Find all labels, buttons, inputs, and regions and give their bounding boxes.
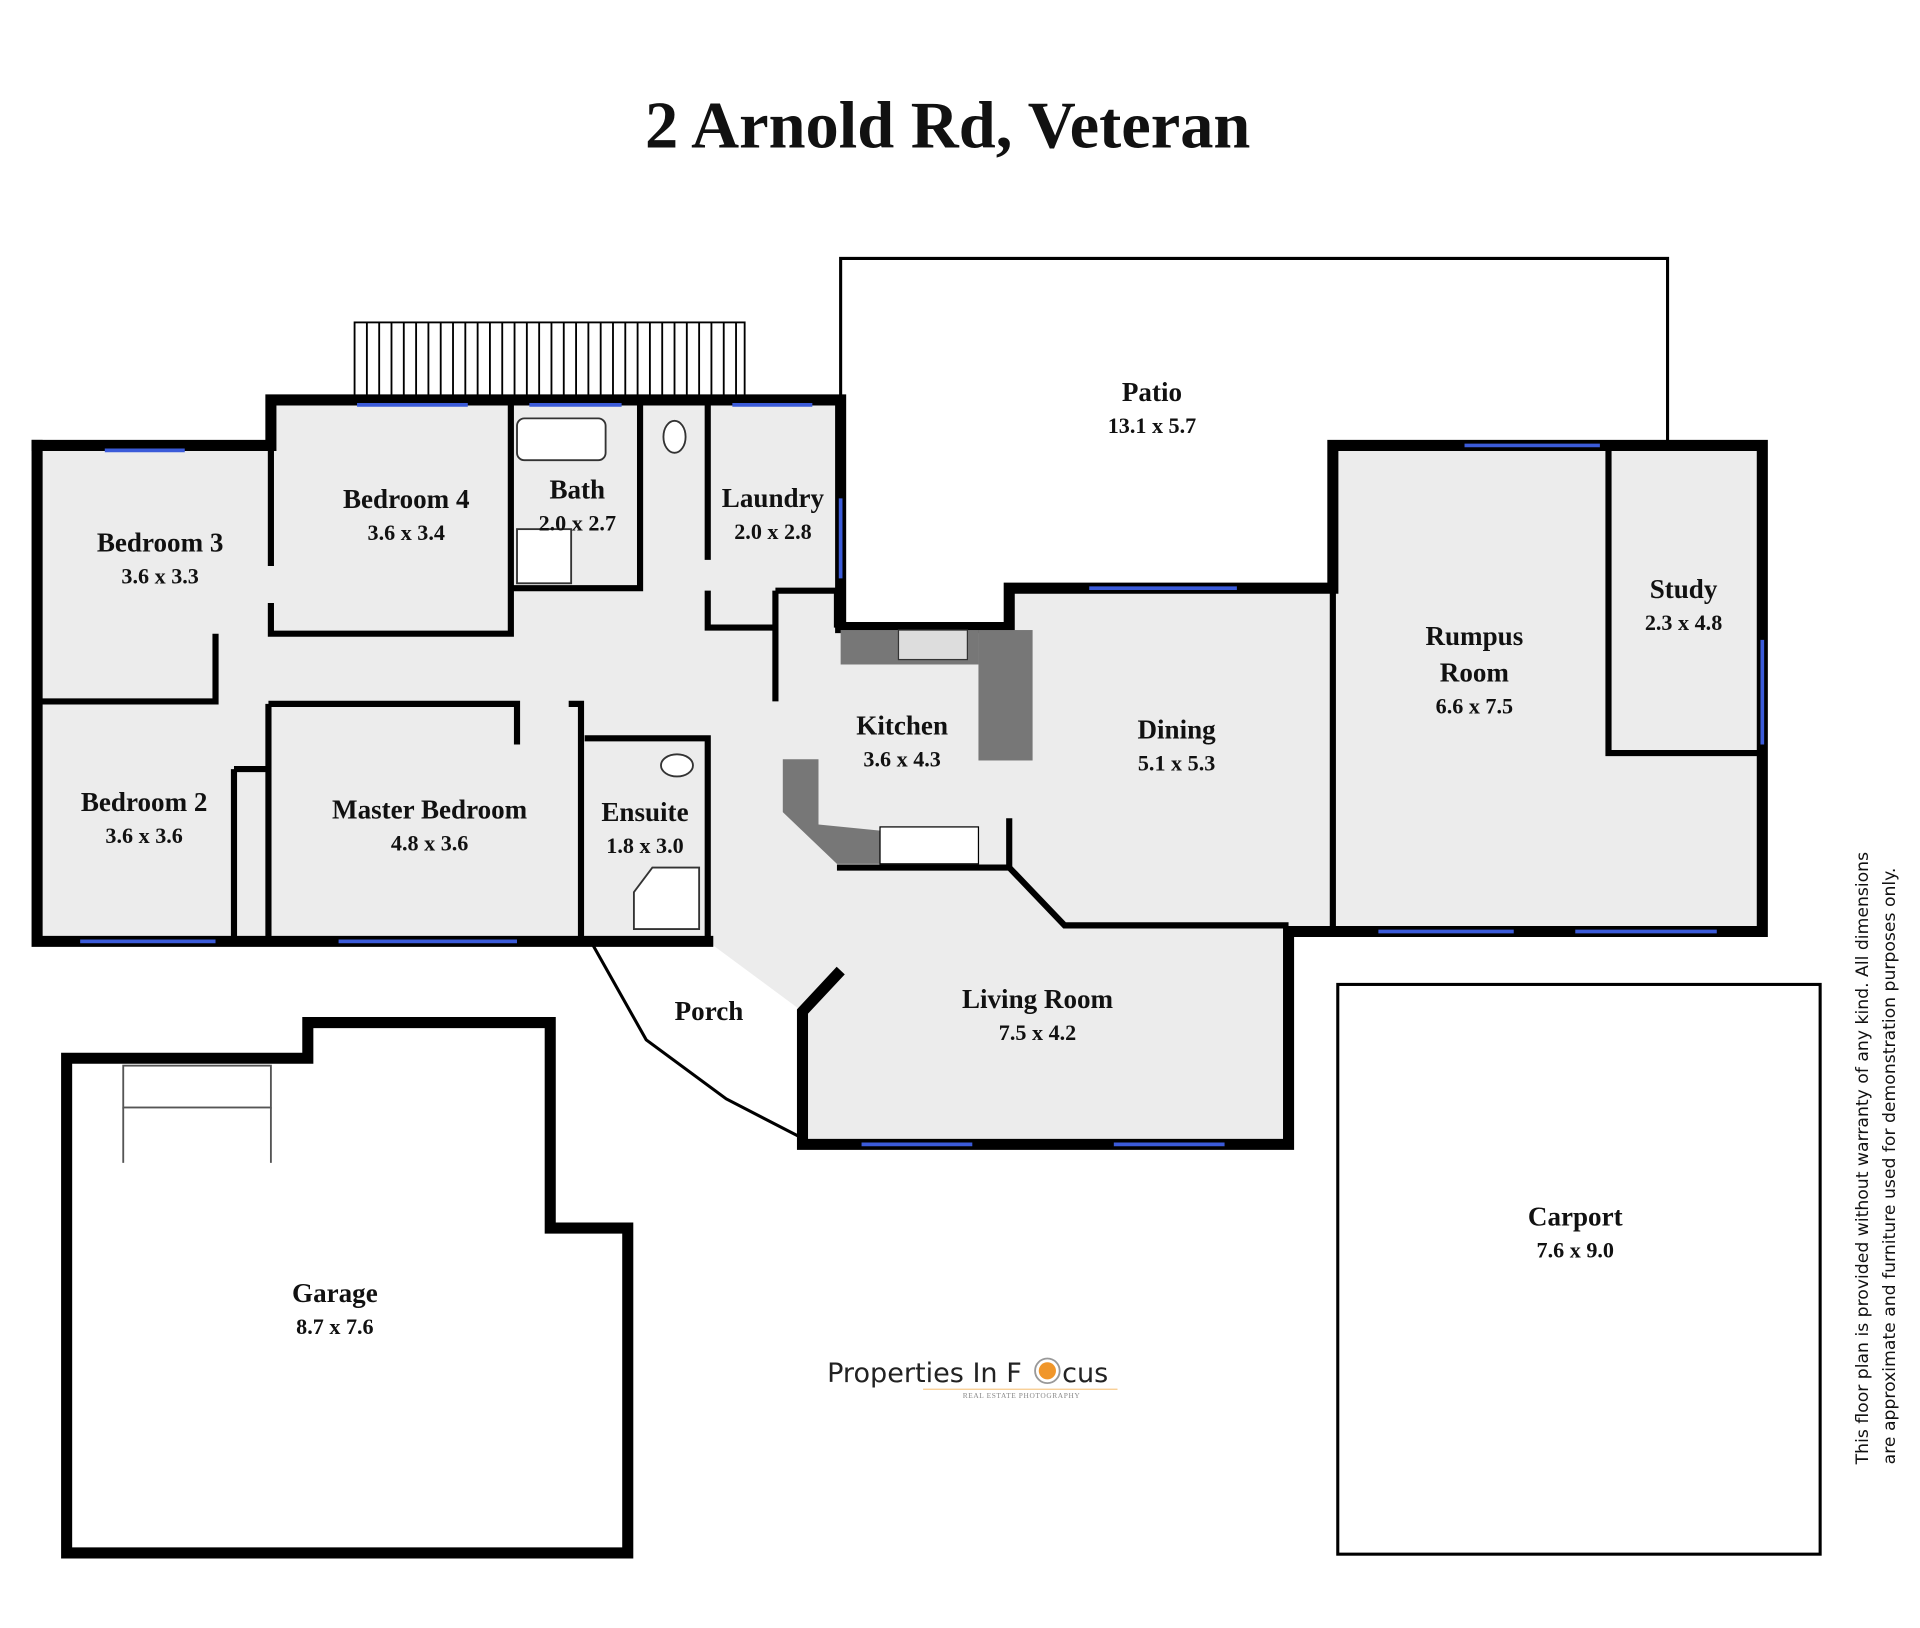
room-name-patio: Patio	[1122, 377, 1182, 407]
interior-walls	[37, 403, 1763, 942]
room-name-porch: Porch	[675, 996, 744, 1026]
room-dims-patio: 13.1 x 5.7	[1108, 413, 1197, 438]
logo-text-end: cus	[1062, 1358, 1108, 1389]
room-name-master: Master Bedroom	[332, 794, 528, 824]
room-name-dining: Dining	[1137, 714, 1216, 744]
room-dims-bedroom2: 3.6 x 3.6	[105, 823, 182, 848]
room-dims-carport: 7.6 x 9.0	[1537, 1238, 1614, 1263]
room-name-garage: Garage	[292, 1278, 378, 1308]
room-dims-bedroom4: 3.6 x 3.4	[368, 520, 445, 545]
garage-shelf	[122, 1064, 272, 1163]
logo-lens-icon	[1038, 1362, 1056, 1380]
room-name-living: Living Room	[962, 984, 1114, 1014]
bathroom-fixtures	[516, 417, 701, 930]
room-name-bath: Bath	[549, 474, 605, 504]
carport	[1336, 982, 1822, 1556]
rear-steps	[353, 321, 746, 401]
exterior-walls	[31, 394, 1768, 1150]
room-dims-garage: 8.7 x 7.6	[296, 1314, 373, 1339]
porch-outline	[589, 940, 804, 1140]
room-name-study: Study	[1650, 574, 1718, 604]
room-dims-bedroom3: 3.6 x 3.3	[121, 563, 198, 588]
kitchen-benches	[782, 629, 1033, 865]
page-title: 2 Arnold Rd, Veteran	[645, 90, 1250, 163]
room-dims-ensuite: 1.8 x 3.0	[606, 833, 683, 858]
room-name-bedroom4: Bedroom 4	[343, 484, 470, 514]
room-dims-dining: 5.1 x 5.3	[1138, 750, 1215, 775]
room-name-laundry: Laundry	[722, 483, 825, 513]
disclaimer-line-2: are approximate and furniture used for d…	[1880, 868, 1900, 1465]
company-logo: Properties In F cus REAL ESTATE PHOTOGRA…	[827, 1357, 1118, 1400]
disclaimer-line-1: This floor plan is provided without warr…	[1853, 852, 1873, 1465]
room-name-bedroom2: Bedroom 2	[81, 787, 208, 817]
room-dims-kitchen: 3.6 x 4.3	[863, 747, 940, 772]
disclaimer: This floor plan is provided without warr…	[1853, 852, 1900, 1465]
room-dims-laundry: 2.0 x 2.8	[734, 519, 811, 544]
logo-text-start: Properties In F	[827, 1358, 1022, 1389]
room-dims-bath: 2.0 x 2.7	[539, 510, 616, 535]
room-name-bedroom3: Bedroom 3	[97, 527, 224, 557]
room-dims-living: 7.5 x 4.2	[999, 1020, 1076, 1045]
room-dims-study: 2.3 x 4.8	[1645, 610, 1722, 635]
room-dims-rumpus: 6.6 x 7.5	[1436, 694, 1513, 719]
logo-tagline: REAL ESTATE PHOTOGRAPHY	[963, 1391, 1081, 1400]
house-floor	[37, 399, 1763, 1145]
room-dims-master: 4.8 x 3.6	[391, 830, 468, 855]
room-labels: Patio 13.1 x 5.7 Bedroom 4 3.6 x 3.4 Bat…	[81, 377, 1722, 1339]
room-name-carport: Carport	[1528, 1202, 1623, 1232]
garage	[61, 1017, 634, 1559]
room-name-rumpus: Rumpus	[1425, 621, 1523, 651]
room-name-kitchen: Kitchen	[856, 711, 948, 741]
room-name-rumpus-2: Room	[1440, 658, 1510, 688]
room-name-ensuite: Ensuite	[601, 797, 688, 827]
